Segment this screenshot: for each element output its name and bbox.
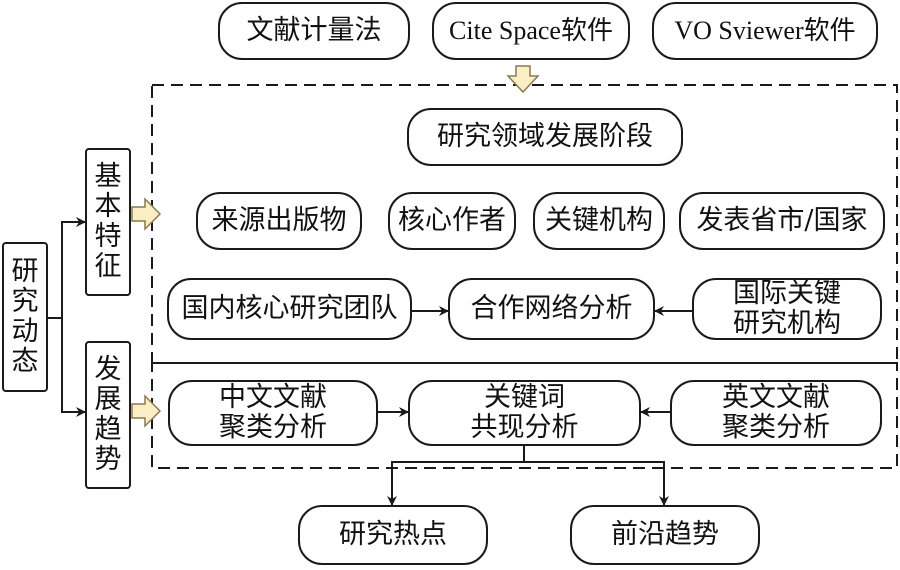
keyword-cooccurrence-analysis: 关键词 共现分析: [408, 380, 641, 446]
root-char: 态: [11, 346, 39, 378]
branch-char: 征: [94, 251, 122, 283]
root-to-basic-connector: [46, 217, 86, 319]
en-line: 聚类分析: [722, 412, 830, 443]
en-line: 英文文献: [722, 381, 830, 413]
root-char: 研: [11, 255, 39, 287]
branch-char: 展: [94, 383, 122, 415]
branch-char: 势: [94, 444, 122, 476]
intl-line: 国际关键: [733, 277, 841, 309]
item-source-publications: 来源出版物: [196, 192, 362, 250]
item-core-authors: 核心作者: [388, 192, 516, 250]
method-citespace: Cite Space软件: [432, 2, 630, 60]
branch-char: 发: [94, 353, 122, 385]
domestic-core-team: 国内核心研究团队: [167, 278, 412, 340]
kw-line: 共现分析: [470, 412, 579, 443]
method-bibliometrics: 文献计量法: [218, 2, 410, 60]
branch-char: 特: [94, 221, 122, 252]
item-key-institutions: 关键机构: [533, 192, 665, 250]
root-research-dynamics: 研 究 动 态: [2, 242, 48, 392]
methods-down-arrow: [506, 65, 540, 94]
branch-char: 基: [94, 160, 122, 192]
keyword-to-frontier-connector: [524, 461, 669, 506]
trend-frame: [151, 362, 898, 469]
root-char: 究: [11, 285, 39, 317]
trend-block-arrow: [131, 394, 162, 428]
branch-char: 趋: [94, 414, 122, 445]
branch-basic-features: 基 本 特 征: [85, 148, 131, 296]
cn-line: 聚类分析: [219, 412, 327, 443]
branch-development-trend: 发 展 趋 势: [85, 341, 131, 489]
intl-line: 研究机构: [733, 308, 841, 339]
english-literature-clustering: 英文文献 聚类分析: [670, 380, 882, 446]
item-province-country: 发表省市/国家: [679, 192, 885, 250]
method-vosviewer: VO Sviewer软件: [652, 2, 878, 60]
basic-block-arrow: [131, 197, 162, 231]
cn-line: 中文文献: [219, 381, 327, 413]
stage-node: 研究领域发展阶段: [407, 108, 683, 166]
collaboration-network-analysis: 合作网络分析: [448, 278, 655, 340]
root-char: 动: [11, 316, 39, 347]
kw-line: 关键词: [484, 381, 565, 413]
branch-char: 本: [94, 190, 122, 222]
root-to-trend-connector: [61, 318, 86, 417]
intl-key-institutions: 国际关键 研究机构: [692, 278, 882, 340]
output-frontier-trends: 前沿趋势: [570, 505, 760, 565]
output-research-hotspots: 研究热点: [298, 505, 488, 565]
keyword-to-hotspots-connector: [387, 446, 525, 506]
chinese-literature-clustering: 中文文献 聚类分析: [168, 380, 378, 446]
